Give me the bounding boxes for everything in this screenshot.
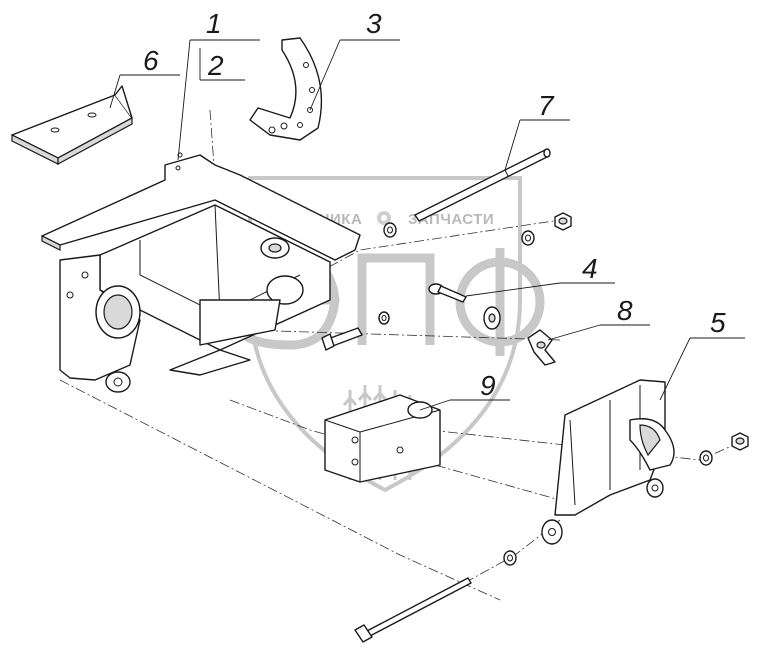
part-9-clamp-block [324,394,441,483]
callout-leaders [109,39,745,411]
fasteners-upper [383,212,572,246]
callout-3: 3 [366,8,382,39]
callout-1: 1 [206,8,222,39]
washer [503,550,517,566]
part-6-plate [11,85,133,166]
callout-6: 6 [143,45,159,76]
callout-5: 5 [710,307,726,338]
nut [554,212,572,231]
fasteners-lower [503,432,749,566]
part-1-main-frame [41,152,361,393]
callout-4: 4 [582,253,598,284]
part-5-lower-bracket [541,379,675,545]
callout-2: 2 [207,50,224,81]
bolt-left [321,311,390,351]
part-3-curved-bracket [249,37,323,141]
callout-7: 7 [538,90,555,121]
part-7-long-rod [414,148,551,222]
long-bolt-bottom [354,577,472,643]
washer [699,450,713,466]
part-8-wing-nut [527,329,556,366]
callout-8: 8 [617,295,633,326]
callout-9: 9 [480,370,496,401]
nut [731,432,749,451]
part-4-bolt [428,283,501,330]
watermark-shield-outline [248,176,522,493]
callout-labels: 1 2 3 4 5 6 7 8 9 [143,8,726,401]
washer [383,222,397,238]
washer [521,230,535,246]
